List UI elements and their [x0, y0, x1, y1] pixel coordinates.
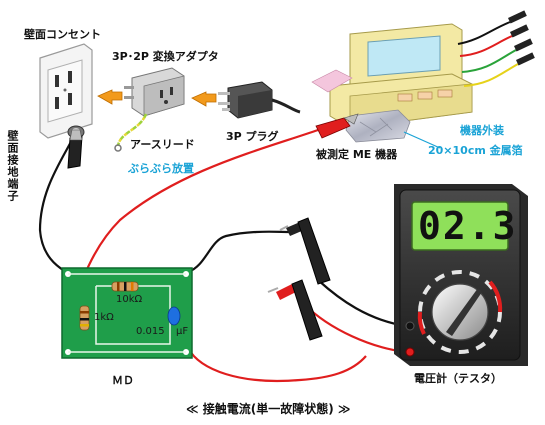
resistor-1k-label: 1kΩ	[94, 312, 114, 323]
black-jack	[405, 321, 415, 331]
red-probe	[267, 279, 323, 341]
meter-label: 電圧計（テスタ）	[414, 372, 502, 385]
red-wire-md-to-probe	[187, 347, 367, 382]
black-alligator-clip	[67, 129, 83, 169]
wall-outlet	[39, 43, 93, 139]
capacitor-value-label: 0.015	[136, 326, 165, 337]
red-alligator-clip	[315, 113, 359, 139]
3p-2p-adapter	[124, 67, 185, 117]
earth-lead-label: アースリード	[130, 138, 195, 151]
foil-label: 20×10cm 金属箔	[428, 144, 523, 157]
lcd-screen	[411, 201, 509, 251]
device-label: 被測定 ME 機器	[316, 148, 398, 161]
me-device	[311, 10, 535, 129]
md-board	[61, 267, 193, 359]
caption: ≪ 接触電流(単一故障状態) ≫	[186, 402, 351, 416]
black-wire-md-to-probe	[187, 230, 291, 274]
metal-foil	[345, 109, 411, 143]
adapter-label: 3P･2P 変換アダプタ	[112, 50, 219, 63]
meter-reading: 02.3	[418, 204, 518, 248]
3p-plug	[218, 81, 301, 119]
black-wire-ground-to-md	[38, 135, 75, 273]
md-label: ＭＤ	[112, 374, 134, 387]
red-jack	[405, 347, 415, 357]
resistor-10k-label: 10kΩ	[116, 294, 143, 305]
dangling-label: ぶらぶら放置	[128, 162, 194, 175]
foil-pointer	[403, 131, 441, 149]
ground-terminal-label: 壁面接地端子	[6, 130, 19, 202]
black-wire-meter	[317, 279, 407, 328]
capacitor-unit-label: μF	[176, 326, 189, 337]
arrow-plug-to-adapter	[191, 91, 217, 107]
black-probe	[279, 217, 331, 285]
voltmeter	[394, 184, 528, 366]
wall-outlet-label: 壁面コンセント	[24, 28, 101, 41]
plug-3p-label: 3P プラグ	[226, 130, 279, 143]
arrow-adapter-to-outlet	[97, 89, 123, 105]
enclosure-label: 機器外装	[460, 124, 504, 137]
